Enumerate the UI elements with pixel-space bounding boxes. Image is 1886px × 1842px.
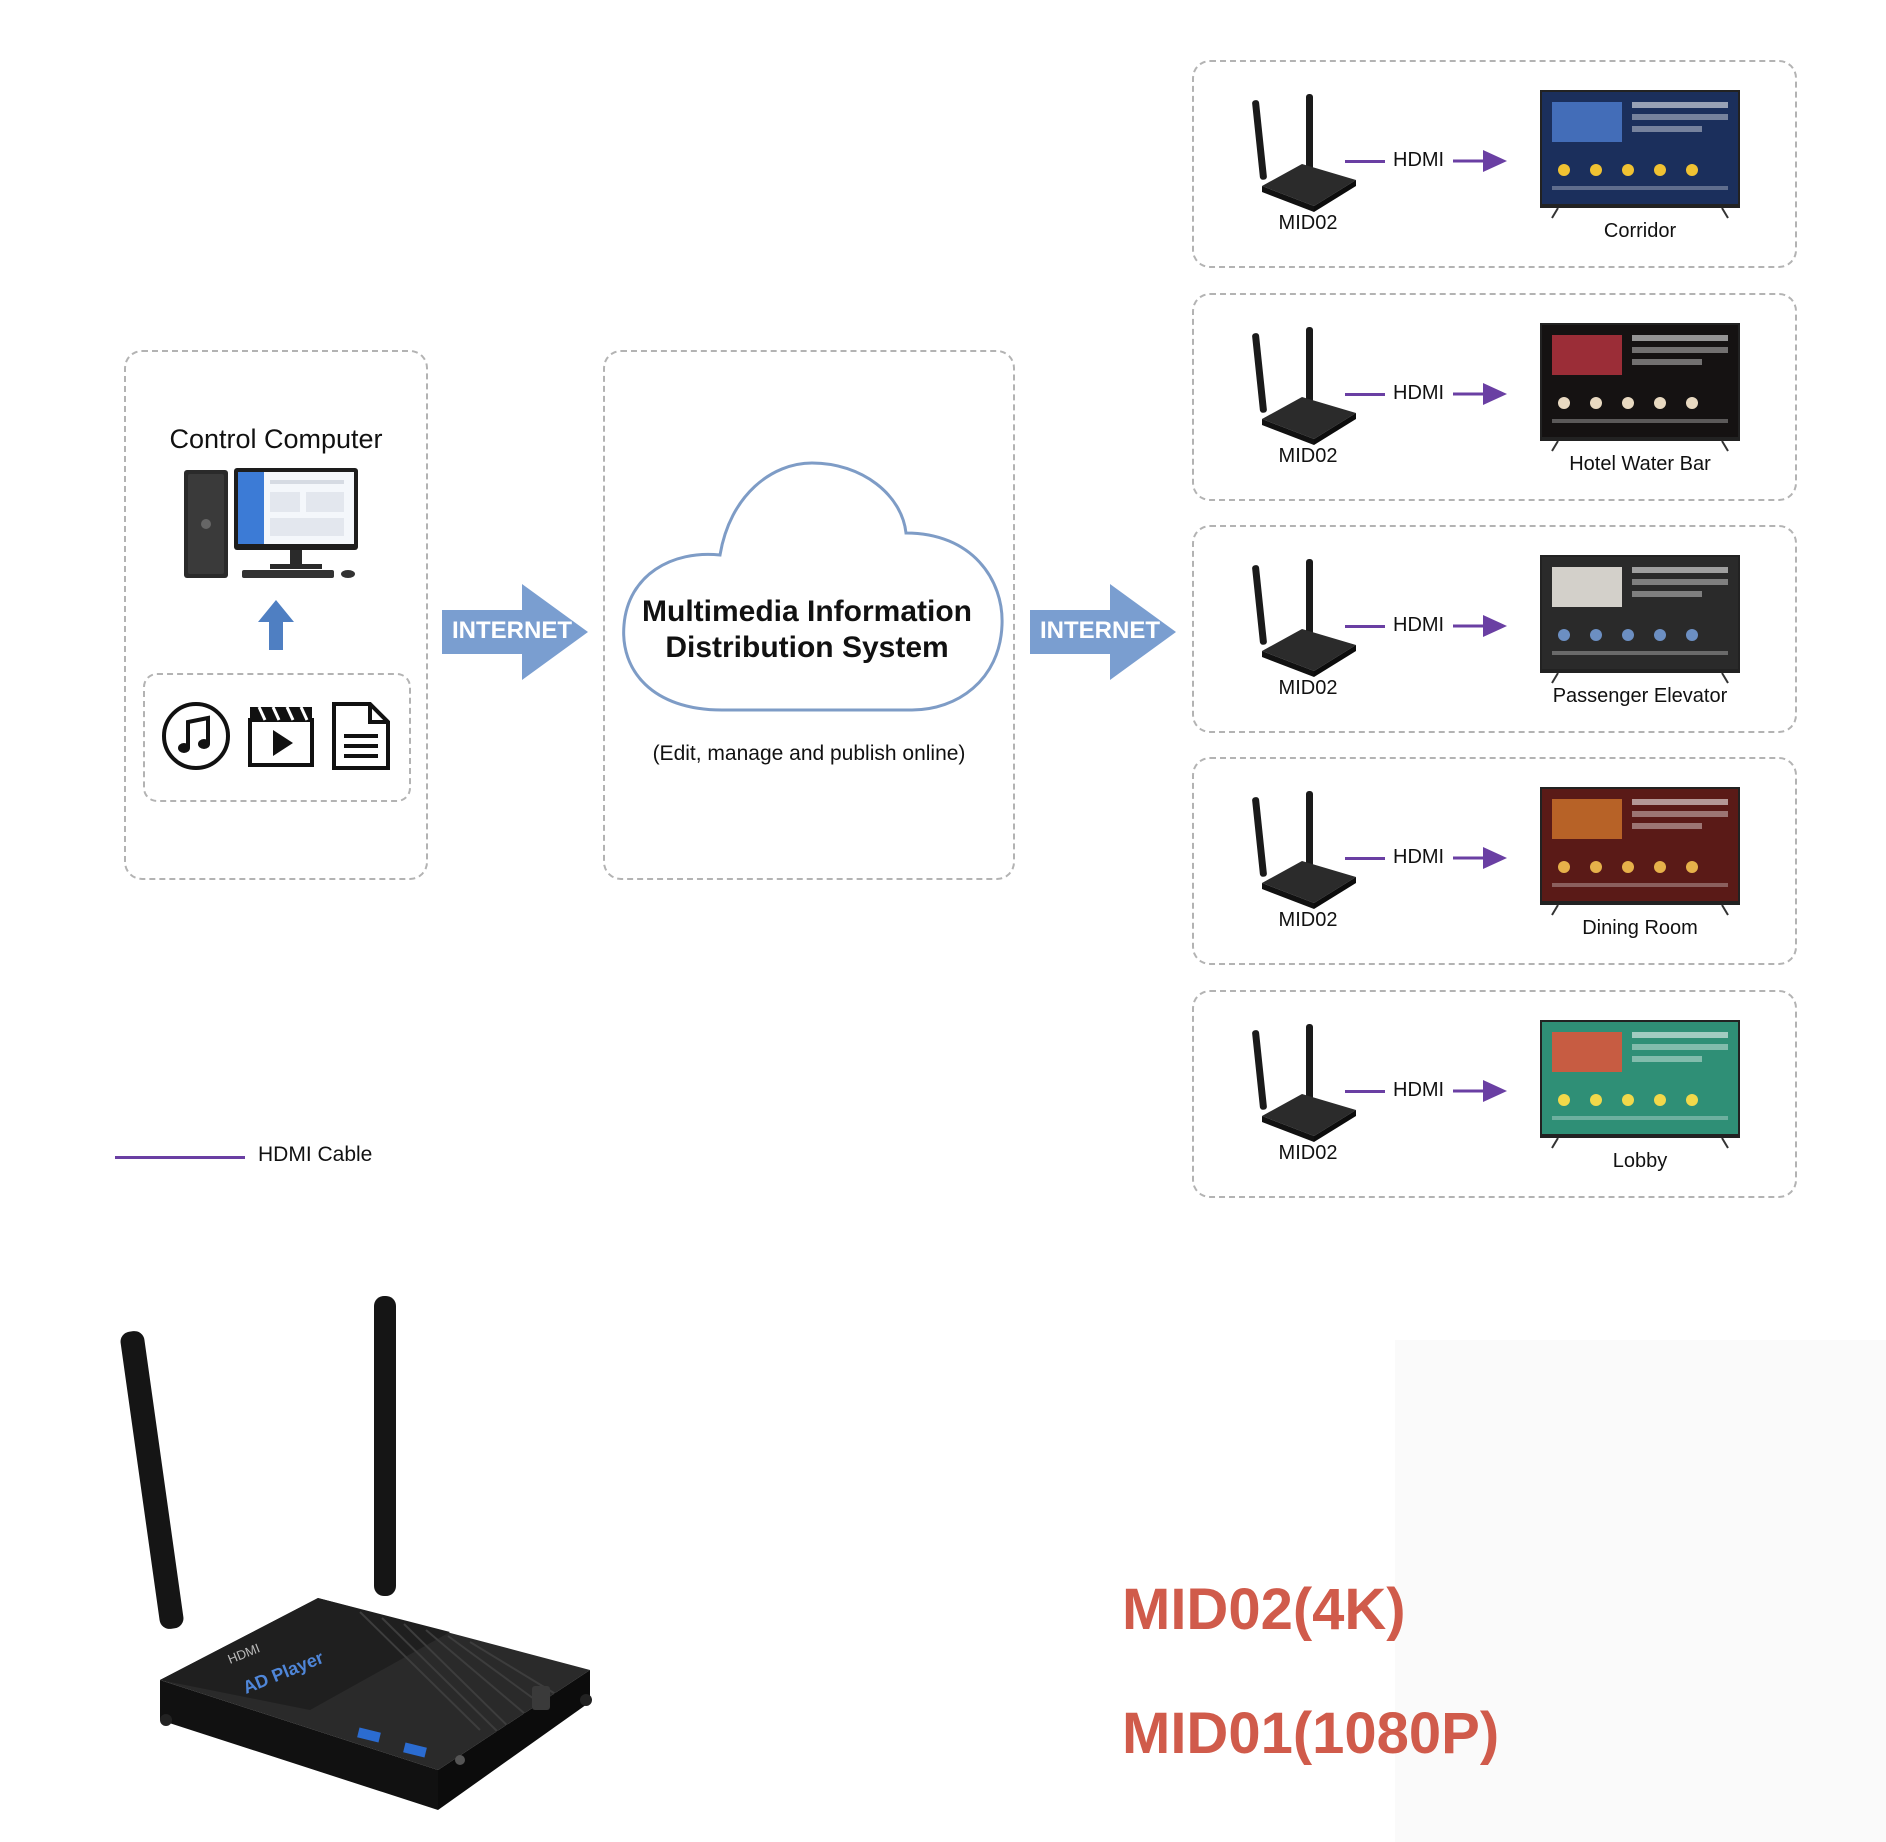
internet-label-right: INTERNET (1040, 617, 1160, 644)
legend-hdmi-line (115, 1156, 245, 1159)
location-label: Hotel Water Bar (1569, 453, 1711, 475)
music-icon (162, 702, 230, 770)
hdmi-label: HDMI (1393, 382, 1445, 404)
computer-illustration (184, 468, 358, 578)
legend-hdmi-label: HDMI Cable (258, 1143, 373, 1166)
device-label: MID02 (1278, 677, 1338, 699)
router-device-icon (1252, 94, 1356, 212)
hdmi-arrow-icon (1453, 847, 1507, 869)
document-icon (332, 702, 390, 770)
device-label: MID02 (1278, 909, 1338, 931)
hdmi-cable-line (1345, 857, 1385, 860)
router-device-icon (1252, 559, 1356, 677)
hdmi-cable-line (1345, 160, 1385, 163)
model-name-4k: MID02(4K) (1122, 1577, 1406, 1642)
location-label: Dining Room (1582, 917, 1698, 939)
destination-row (1192, 293, 1797, 501)
display-screen (1540, 1020, 1740, 1149)
display-screen (1540, 323, 1740, 452)
upload-arrow-icon (258, 600, 294, 650)
hdmi-arrow-icon (1453, 1080, 1507, 1102)
destination-row (1192, 525, 1797, 733)
control-computer-box (124, 350, 428, 880)
media-files-box (143, 673, 411, 802)
location-label: Lobby (1612, 1150, 1668, 1172)
control-computer-title: Control Computer (169, 424, 383, 454)
router-device-icon (1252, 1024, 1356, 1142)
device-label: MID02 (1278, 1142, 1338, 1164)
model-name-1080p: MID01(1080P) (1122, 1701, 1500, 1766)
hdmi-cable-line (1345, 393, 1385, 396)
hdmi-arrow-icon (1453, 615, 1507, 637)
hdmi-label: HDMI (1393, 149, 1445, 171)
cloud-title-line2: Distribution System (665, 631, 949, 664)
hdmi-label: HDMI (1393, 1079, 1445, 1101)
device-label: MID02 (1278, 212, 1338, 234)
internet-label-left: INTERNET (452, 617, 572, 644)
destination-row (1192, 60, 1797, 268)
internet-arrow-left (442, 584, 588, 680)
device-label: MID02 (1278, 445, 1338, 467)
hdmi-arrow-icon (1453, 383, 1507, 405)
location-label: Passenger Elevator (1552, 685, 1728, 707)
router-device-icon (1252, 327, 1356, 445)
ad-player-device-illustration: HDMI AD Player (120, 1296, 592, 1810)
hdmi-label: HDMI (1393, 614, 1445, 636)
destination-row (1192, 990, 1797, 1198)
cloud-icon (622, 461, 1004, 712)
video-icon (248, 706, 314, 767)
model-background-panel (1395, 1340, 1886, 1842)
internet-arrow-right (1030, 584, 1176, 680)
display-screen (1540, 90, 1740, 219)
distribution-system-box (603, 350, 1015, 880)
display-screen (1540, 555, 1740, 684)
location-label: Corridor (1603, 220, 1677, 242)
hdmi-cable-line (1345, 1090, 1385, 1093)
cloud-caption: (Edit, manage and publish online) (652, 742, 966, 765)
cloud-title-line1: Multimedia Information (642, 595, 972, 628)
display-screen (1540, 787, 1740, 916)
hdmi-label: HDMI (1393, 846, 1445, 868)
destination-row (1192, 757, 1797, 965)
router-device-icon (1252, 791, 1356, 909)
hdmi-cable-line (1345, 625, 1385, 628)
hdmi-arrow-icon (1453, 150, 1507, 172)
